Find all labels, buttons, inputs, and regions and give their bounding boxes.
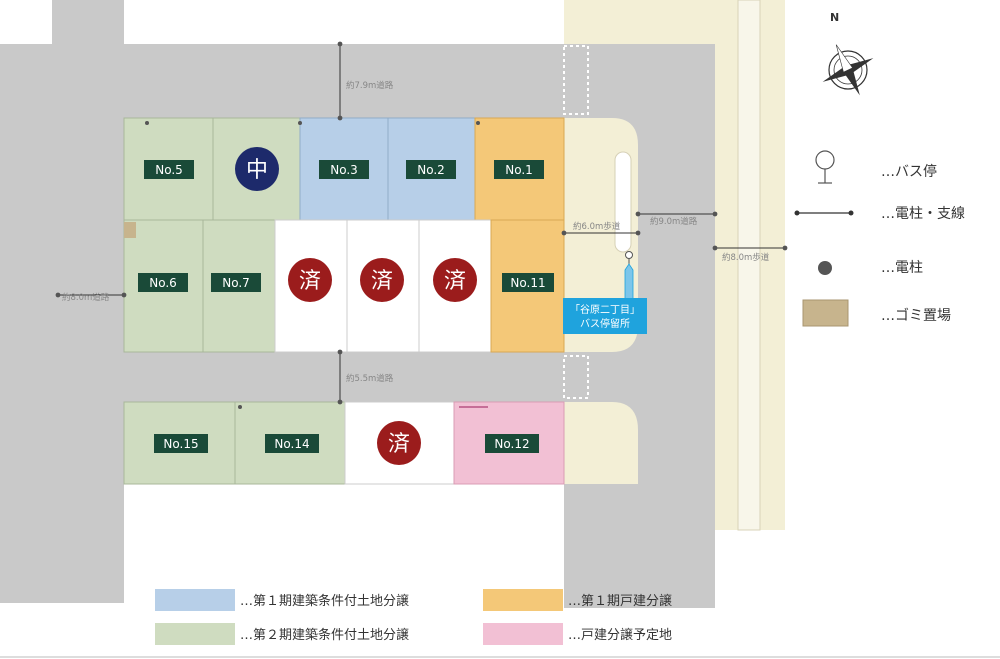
pole-dot (337, 41, 343, 47)
naka-seal-text: 中 (246, 158, 268, 183)
legend-swatch-phase1-land (155, 589, 235, 611)
road-label-top: 約7.9m道路 (346, 80, 394, 91)
legend-phase1-house: …第１期戸建分譲 (568, 593, 672, 609)
bus-stop-legend-icon (815, 150, 835, 170)
sold-seal-4 (377, 421, 421, 465)
road-labels: 約7.9m道路 約8.0m道路 約5.5m道路 約6.0m歩道 約9.0m道路 … (62, 80, 770, 384)
symbol-legend: …バス停 …電柱・支線 …電柱 …ゴミ置場 (794, 150, 965, 327)
sold-seal-3 (433, 258, 477, 302)
legend-swatch-phase1-house (483, 589, 563, 611)
road-top-left-branch (52, 0, 124, 118)
road-label-walkway-left: 約6.0m歩道 (573, 221, 621, 232)
compass-north-label: N (830, 11, 839, 24)
legend-phase2-land: …第２期建築条件付土地分譲 (240, 627, 409, 643)
sold-seal-1-text: 済 (299, 269, 321, 294)
lot-label-no2: No.2 (417, 163, 445, 177)
walkway-right-median (737, 0, 761, 531)
pole-legend-icon (818, 261, 832, 275)
legend-pole-wire: …電柱・支線 (881, 206, 965, 222)
lot-label-no6: No.6 (149, 276, 177, 290)
lower-area (124, 484, 564, 603)
pole-dot (476, 121, 480, 125)
lot-label-no15: No.15 (163, 437, 198, 451)
sold-seal-1 (288, 258, 332, 302)
lot-label-no11: No.11 (510, 276, 545, 290)
bus-stop-caption: バス停留所 (580, 317, 630, 330)
sold-seal-2 (360, 258, 404, 302)
road-label-left: 約8.0m道路 (62, 292, 110, 303)
walkway-top (564, 0, 715, 44)
lot-label-no3: No.3 (330, 163, 358, 177)
pole-dot (337, 399, 343, 405)
walkway-left-lower (564, 402, 638, 484)
compass-icon: N (822, 11, 874, 96)
bus-bay-island (614, 151, 632, 253)
lot-label-no14: No.14 (274, 437, 309, 451)
sold-seal-2-text: 済 (371, 269, 393, 294)
road-left (0, 118, 124, 603)
legend-bus-stop: …バス停 (881, 163, 937, 180)
bus-stop-icon (625, 251, 633, 259)
seals: 中 済 済 済 済 (235, 147, 477, 465)
utility-poles (55, 41, 788, 409)
legend-swatch-planned-house (483, 623, 563, 645)
road-label-main: 約9.0m道路 (650, 216, 698, 227)
road-label-walkway-right: 約8.0m歩道 (722, 252, 770, 263)
pole-dot (561, 230, 567, 236)
pole-dot (712, 245, 718, 251)
pole-dot (145, 121, 149, 125)
lots (123, 117, 565, 485)
pole-dot (238, 405, 242, 409)
garbage-area-marker (124, 222, 136, 238)
crosswalk-top (563, 45, 589, 115)
pole-dot (55, 292, 61, 298)
sold-seal-3-text: 済 (444, 269, 466, 294)
road-middle (124, 352, 589, 402)
legend-planned-house: …戸建分譲予定地 (568, 627, 672, 643)
road-label-middle: 約5.5m道路 (346, 373, 394, 384)
crosswalk-middle (563, 355, 589, 399)
dimension-lines (58, 44, 785, 408)
legend-phase1-land: …第１期建築条件付土地分譲 (240, 593, 409, 609)
pole-dot (121, 292, 127, 298)
legend-swatch-phase2-land (155, 623, 235, 645)
in-negotiation-seal (235, 147, 279, 191)
pole-dot (782, 245, 788, 251)
lot-label-no5: No.5 (155, 163, 183, 177)
pole-dot (635, 211, 641, 217)
pole-dot (712, 211, 718, 217)
lot-label-no12: No.12 (494, 437, 529, 451)
lot-label-no1: No.1 (505, 163, 533, 177)
legend-pole: …電柱 (881, 260, 923, 276)
color-legend: …第１期建築条件付土地分譲 …第１期戸建分譲 …第２期建築条件付土地分譲 …戸建… (155, 589, 672, 645)
lot-label-no7: No.7 (222, 276, 250, 290)
pole-dot (298, 121, 302, 125)
pole-dot (337, 115, 343, 121)
sold-seal-4-text: 済 (388, 432, 410, 457)
bus-stop-sign (563, 298, 647, 334)
pole-dot (635, 230, 641, 236)
legend-garbage: …ゴミ置場 (881, 307, 951, 324)
bus-stop-name: 「谷原二丁目」 (570, 304, 640, 316)
lot-labels: No.5 No.3 No.2 No.1 No.6 No.7 No.11 No.1… (138, 160, 554, 453)
bus-stop: 「谷原二丁目」 バス停留所 (563, 251, 647, 334)
garbage-legend-icon (802, 299, 849, 327)
pole-dot (337, 349, 343, 355)
